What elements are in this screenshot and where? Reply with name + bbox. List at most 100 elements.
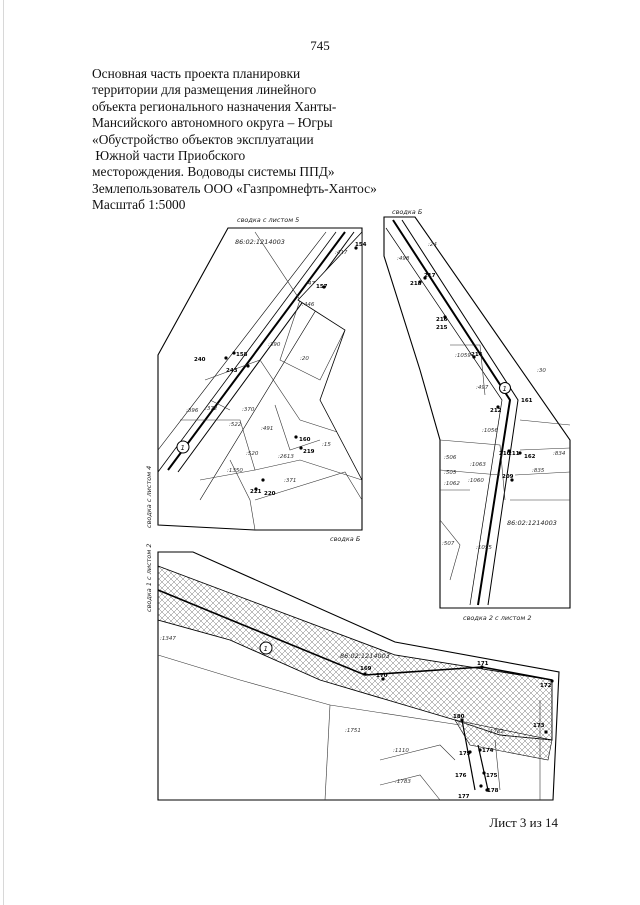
svodka-list5-label: сводка с листом 5 (237, 216, 299, 224)
parcel-number: :498 (397, 256, 410, 262)
document-title: Основная часть проекта планировки террит… (92, 66, 392, 214)
svodka-list2-label: сводка 2 с листом 2 (463, 614, 532, 622)
title-line: Основная часть проекта планировки (92, 66, 301, 81)
point-label: 210 (499, 451, 511, 457)
parcel-number: :372 (205, 406, 218, 412)
point-label: 161 (521, 398, 533, 404)
parcel-number: :1060 (468, 478, 484, 484)
parcel-number: :834 (553, 451, 566, 457)
point-label: 174 (482, 748, 494, 754)
svodka-1-list2-label: сводка 1 с листом 2 (145, 543, 153, 612)
parcel-number: :1062 (444, 481, 460, 487)
point-label: 240 (194, 357, 206, 363)
parcel-number: :1783 (395, 779, 411, 785)
point-label: 171 (477, 661, 489, 667)
point-label: 173 (533, 723, 545, 729)
point-label: 179 (459, 751, 471, 757)
parcel-number: :1059 (455, 353, 471, 359)
parcel-number: :15 (322, 442, 331, 448)
parcel-number: :390 (268, 342, 281, 348)
parcel-number: :835 (532, 468, 545, 474)
scale-line: Масштаб 1:5000 (92, 197, 186, 213)
turning-points-c (363, 665, 554, 792)
wedge-area (297, 230, 363, 481)
point-label: 214 (471, 352, 483, 358)
parcel-number: :24 (428, 242, 437, 248)
parcel-number: :446 (302, 302, 315, 308)
map-sheet-b: 1 сводка Б сводка 2 с листом 2 86:02:121… (383, 208, 571, 622)
parcel-number: :507 (442, 541, 455, 547)
parcel-number: :1056 (482, 428, 498, 434)
point-label: 172 (540, 683, 552, 689)
point-label: 177 (458, 794, 470, 800)
parcel-number: :1751 (345, 728, 361, 734)
sheet-counter: Лист 3 из 14 (489, 815, 558, 830)
svodka-b-left-label: сводка Б (330, 535, 361, 543)
svodka-b-top-label: сводка Б (392, 208, 423, 216)
cadastral-number-c: 86:02:1214003 (340, 652, 390, 660)
parcel-number: :371 (284, 478, 296, 484)
parcel-number: :1110 (393, 748, 409, 754)
svodka-list4-label: сводка с листом 4 (145, 466, 153, 528)
title-line: месторождения. Водоводы системы ППД» (92, 164, 335, 180)
turning-points-a (224, 246, 358, 491)
parcel-lines-c (157, 654, 541, 801)
point-label: 219 (303, 449, 315, 455)
pipeline-corridor-c (157, 589, 553, 791)
sheet-c-frame (157, 551, 560, 801)
point-label: 170 (376, 673, 388, 679)
point-label: 160 (299, 437, 311, 443)
parcel-number: :522 (229, 422, 242, 428)
point-label: 175 (486, 773, 498, 779)
parcel-number: :47 (306, 281, 315, 287)
point-label: 158 (236, 352, 248, 358)
parcel-number: :20 (300, 356, 309, 362)
cadastral-number-b: 86:02:1214003 (507, 519, 557, 527)
parcel-number: :370 (242, 407, 255, 413)
parcel-number: :1055 (476, 545, 492, 551)
parcel-number: :396 (186, 408, 199, 414)
scan-edge (3, 0, 4, 905)
point-label: 180 (453, 714, 465, 720)
parcel-number: :1347 (160, 636, 176, 642)
parcel-number: :497 (476, 385, 489, 391)
point-label: 243 (226, 368, 238, 374)
point-label: 176 (455, 773, 467, 779)
point-label: 218 (410, 281, 422, 287)
title-line: Южной части Приобского (92, 148, 246, 164)
title-line: Мансийского автономного округа – Югры (92, 115, 333, 131)
parcel-number: :520 (246, 451, 259, 457)
zone-marker-c-label: 1 (264, 645, 268, 653)
parcel-number: :417 (335, 250, 348, 256)
point-label: 178 (487, 788, 499, 794)
title-line: Землепользователь ООО «Газпромнефть-Хант… (92, 180, 377, 196)
parcel-number: :2613 (278, 454, 294, 460)
parcel-lines-b (439, 344, 571, 581)
parcel-number: :1782 (488, 729, 504, 735)
pipeline-corridor-a (157, 231, 361, 501)
zone-marker-a-label: 1 (181, 444, 185, 452)
point-label: 157 (316, 284, 328, 290)
point-label: 212 (490, 408, 502, 414)
point-label: 217 (424, 273, 436, 279)
zone-marker-b (499, 382, 511, 394)
sheet-b-frame (383, 216, 571, 609)
zone-marker-b-label: 1 (503, 385, 507, 393)
parcel-number: :505 (444, 470, 457, 476)
title-line: территории для размещения линейного (92, 82, 317, 98)
point-label: 162 (524, 454, 536, 460)
title-line: «Обустройство объектов эксплуатации (92, 131, 314, 147)
parcel-number: :506 (444, 455, 457, 461)
turning-points-b (418, 276, 522, 482)
point-label: 211 (508, 451, 520, 457)
parcel-number: :30 (537, 368, 546, 374)
parcel-number: :1063 (470, 462, 486, 468)
parcel-number: :1350 (227, 468, 243, 474)
title-line: объекта регионального назначения Ханты- (92, 98, 337, 114)
parcel-number: :491 (261, 426, 273, 432)
zone-marker-a (176, 440, 190, 454)
point-label: 221 (250, 489, 262, 495)
zone-marker-c (259, 641, 273, 655)
point-label: 220 (264, 491, 276, 497)
